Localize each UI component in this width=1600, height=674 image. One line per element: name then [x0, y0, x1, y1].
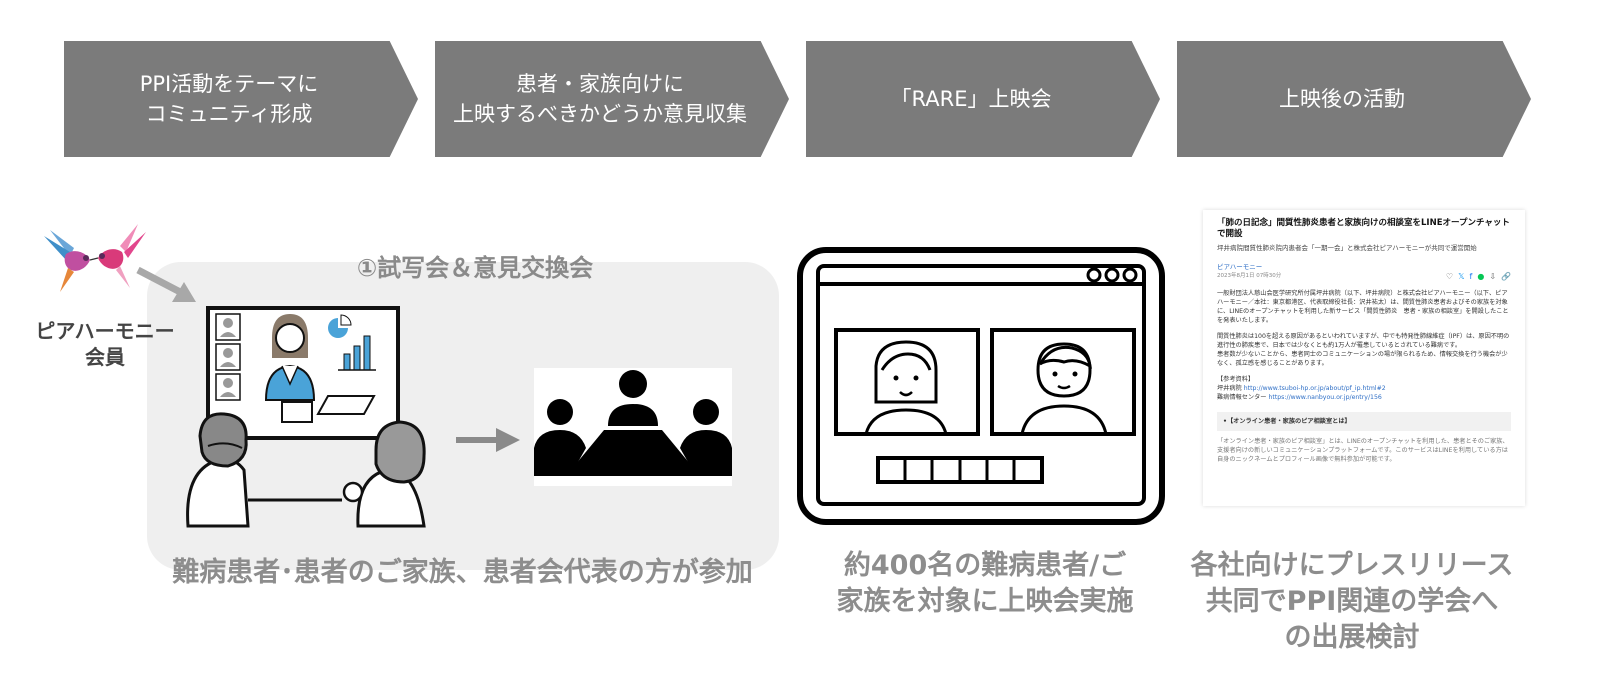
press-ref-1-label: 坪井病院	[1217, 385, 1242, 392]
press-footer: 「オンライン患者・家族のピア相談室」とは、LINEのオープンチャットを利用した、…	[1217, 438, 1509, 463]
press-org: ピアハーモニー	[1217, 263, 1263, 271]
like-icon[interactable]: ♡	[1445, 272, 1454, 281]
press-box-title: •【オンライン患者・家族のピア相談室とは】	[1217, 412, 1511, 431]
press-ref-2-link[interactable]: https://www.nanbyou.or.jp/entry/156	[1268, 394, 1382, 401]
screening-title: ①試写会＆意見交換会	[356, 254, 594, 282]
step-2-line2: 上映するべきかどうか意見収集	[453, 102, 747, 126]
press-ref-1: 坪井病院 http://www.tsuboi-hp.or.jp/about/pf…	[1217, 384, 1511, 393]
hummingbird-logo-icon	[44, 224, 146, 292]
press-title: 「肺の日記念」間質性肺炎患者と家族向けの相談室をLINEオープンチャットで開設	[1217, 218, 1510, 239]
post-activity-caption: 各社向けにプレスリリース 共同でPPI関連の学会へ の出展検討	[1178, 548, 1526, 656]
press-ref-1-link[interactable]: http://www.tsuboi-hp.or.jp/about/pf_ip.h…	[1243, 385, 1386, 392]
press-release-document: 「肺の日記念」間質性肺炎患者と家族向けの相談室をLINEオープンチャットで開設 …	[1203, 210, 1525, 506]
member-label-line1: ピアハーモニー	[35, 319, 175, 343]
step-3-label: 「RARE」上映会	[890, 87, 1052, 111]
tablet-video-call-icon	[797, 247, 1165, 525]
group-discussion-icon	[534, 368, 732, 486]
press-body-1: 一般財団法人慈山会医学研究所付属坪井病院（以下、坪井病院）と株式会社ピアハーモニ…	[1217, 290, 1509, 324]
step-1-chevron: PPI活動をテーマに コミュニティ形成	[64, 41, 418, 157]
press-date: 2023年8月1日 07時30分	[1217, 273, 1282, 279]
post-activity-caption-line2: 共同でPPI関連の学会へ	[1205, 586, 1499, 617]
press-ref-title: 【参考資料】	[1217, 376, 1255, 383]
press-meta-row: 2023年8月1日 07時30分 ♡ 𝕏 f ● ⇩ 🔗	[1217, 272, 1511, 281]
screening-caption: 難病患者･患者のご家族、患者会代表の方が参加	[172, 557, 753, 588]
step-3-chevron: 「RARE」上映会	[806, 41, 1160, 157]
video-meeting-illustration-icon	[186, 306, 426, 528]
press-body-3: 患者数が少ないことから、患者同士のコミュニケーションの場が限られるため、情報交換…	[1217, 351, 1508, 367]
post-activity-caption-line3: の出展検討	[1284, 622, 1420, 653]
download-icon[interactable]: ⇩	[1489, 272, 1497, 281]
press-share-icons: ♡ 𝕏 f ● ⇩ 🔗	[1446, 272, 1511, 281]
press-subtitle: 坪井病院間質性肺炎院内患者会「一期一会」と株式会社ピアハーモニーが共同で運営開始	[1217, 244, 1477, 252]
link-icon[interactable]: 🔗	[1501, 272, 1511, 281]
step-2-chevron: 患者・家族向けに 上映するべきかどうか意見収集	[435, 41, 789, 157]
step-1-line1: PPI活動をテーマに	[139, 72, 319, 96]
post-activity-caption-line1: 各社向けにプレスリリース	[1190, 550, 1514, 581]
press-ref-2: 難病情報センター https://www.nanbyou.or.jp/entry…	[1217, 393, 1511, 402]
member-label-line2: 会員	[85, 345, 125, 369]
screening-event-caption: 約400名の難病患者/ご 家族を対象に上映会実施	[800, 548, 1170, 620]
facebook-icon[interactable]: f	[1469, 272, 1473, 281]
step-4-label: 上映後の活動	[1279, 87, 1405, 111]
twitter-icon[interactable]: 𝕏	[1458, 272, 1465, 281]
screening-event-caption-line1: 約400名の難病患者/ご	[843, 550, 1127, 581]
arrow-to-screen-icon	[136, 266, 196, 302]
line-icon[interactable]: ●	[1477, 272, 1485, 281]
member-label: ピアハーモニー 会員	[30, 318, 180, 370]
step-4-chevron: 上映後の活動	[1177, 41, 1531, 157]
step-1-line2: コミュニティ形成	[145, 102, 313, 126]
press-ref-2-label: 難病情報センター	[1217, 394, 1267, 401]
arrow-to-discussion-icon	[456, 428, 520, 452]
screening-event-caption-line2: 家族を対象に上映会実施	[836, 586, 1134, 617]
press-body-2: 間質性肺炎は100を超える原因があるといわれていますが、中でも特発性肺線維症（I…	[1217, 333, 1510, 349]
step-2-line1: 患者・家族向けに	[516, 72, 684, 96]
